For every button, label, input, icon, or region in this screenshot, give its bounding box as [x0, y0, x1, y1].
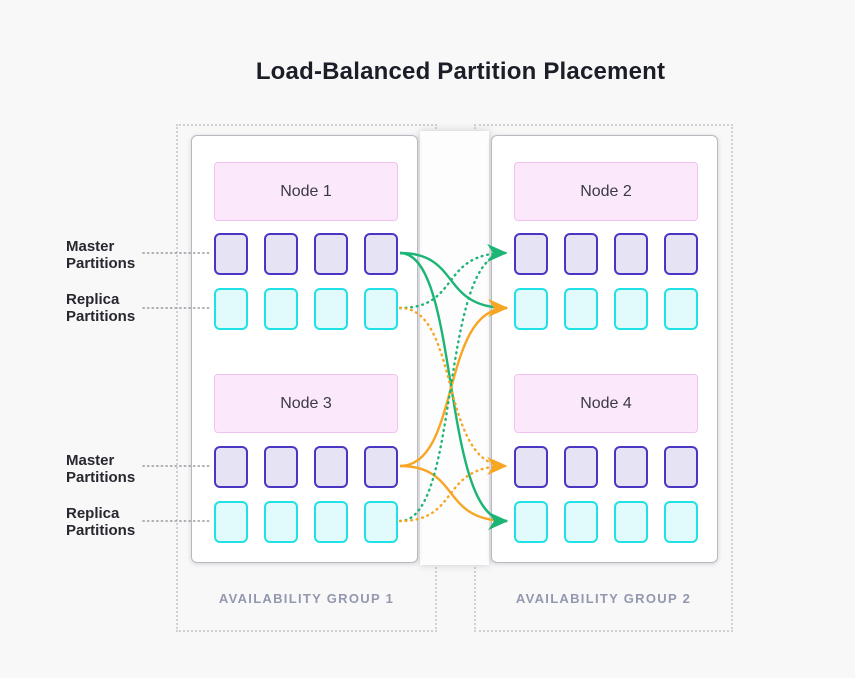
master-partition [614, 233, 648, 275]
master-partition [664, 446, 698, 488]
replica-partition [214, 501, 248, 543]
replica-partition [664, 501, 698, 543]
replica-partition-row [514, 288, 698, 330]
master-partition [564, 446, 598, 488]
replica-partition-row [214, 501, 398, 543]
master-partition [314, 446, 348, 488]
page-title: Load-Balanced Partition Placement [255, 58, 666, 85]
replica-partition [214, 288, 248, 330]
node-header: Node 2 [514, 162, 698, 221]
master-partition [564, 233, 598, 275]
master-partition [364, 233, 398, 275]
replica-partition [264, 288, 298, 330]
node-header: Node 1 [214, 162, 398, 221]
node-header: Node 3 [214, 374, 398, 433]
master-partition [264, 233, 298, 275]
group-2-node-card: Node 2 Node 4 [491, 135, 718, 563]
availability-group-1-label: AVAILABILITY GROUP 1 [218, 591, 395, 606]
replica-partition [614, 288, 648, 330]
master-partition [314, 233, 348, 275]
replica-partition [314, 501, 348, 543]
master-partition-row [514, 233, 698, 275]
replica-partition-row [514, 501, 698, 543]
replica-partitions-label: Replica Partitions [66, 291, 136, 325]
replica-partition [264, 501, 298, 543]
master-partition-row [214, 233, 398, 275]
availability-group-2-label: AVAILABILITY GROUP 2 [515, 591, 692, 606]
master-partition [514, 233, 548, 275]
master-partitions-label: Master Partitions [66, 452, 136, 486]
replica-partition [364, 501, 398, 543]
replica-partition [564, 501, 598, 543]
replica-partition [364, 288, 398, 330]
replica-partition [514, 288, 548, 330]
master-partition [214, 446, 248, 488]
replica-partition-row [214, 288, 398, 330]
master-partitions-label: Master Partitions [66, 238, 136, 272]
master-partition [264, 446, 298, 488]
master-partition-row [514, 446, 698, 488]
master-partition [664, 233, 698, 275]
master-partition [614, 446, 648, 488]
master-partition [364, 446, 398, 488]
replica-partition [514, 501, 548, 543]
replica-partition [664, 288, 698, 330]
center-gap-band [420, 131, 489, 565]
group-1-node-card: Node 1 Node 3 [191, 135, 418, 563]
master-partition-row [214, 446, 398, 488]
node-header: Node 4 [514, 374, 698, 433]
replica-partition [614, 501, 648, 543]
master-partition [514, 446, 548, 488]
replica-partitions-label: Replica Partitions [66, 505, 136, 539]
replica-partition [564, 288, 598, 330]
master-partition [214, 233, 248, 275]
replica-partition [314, 288, 348, 330]
